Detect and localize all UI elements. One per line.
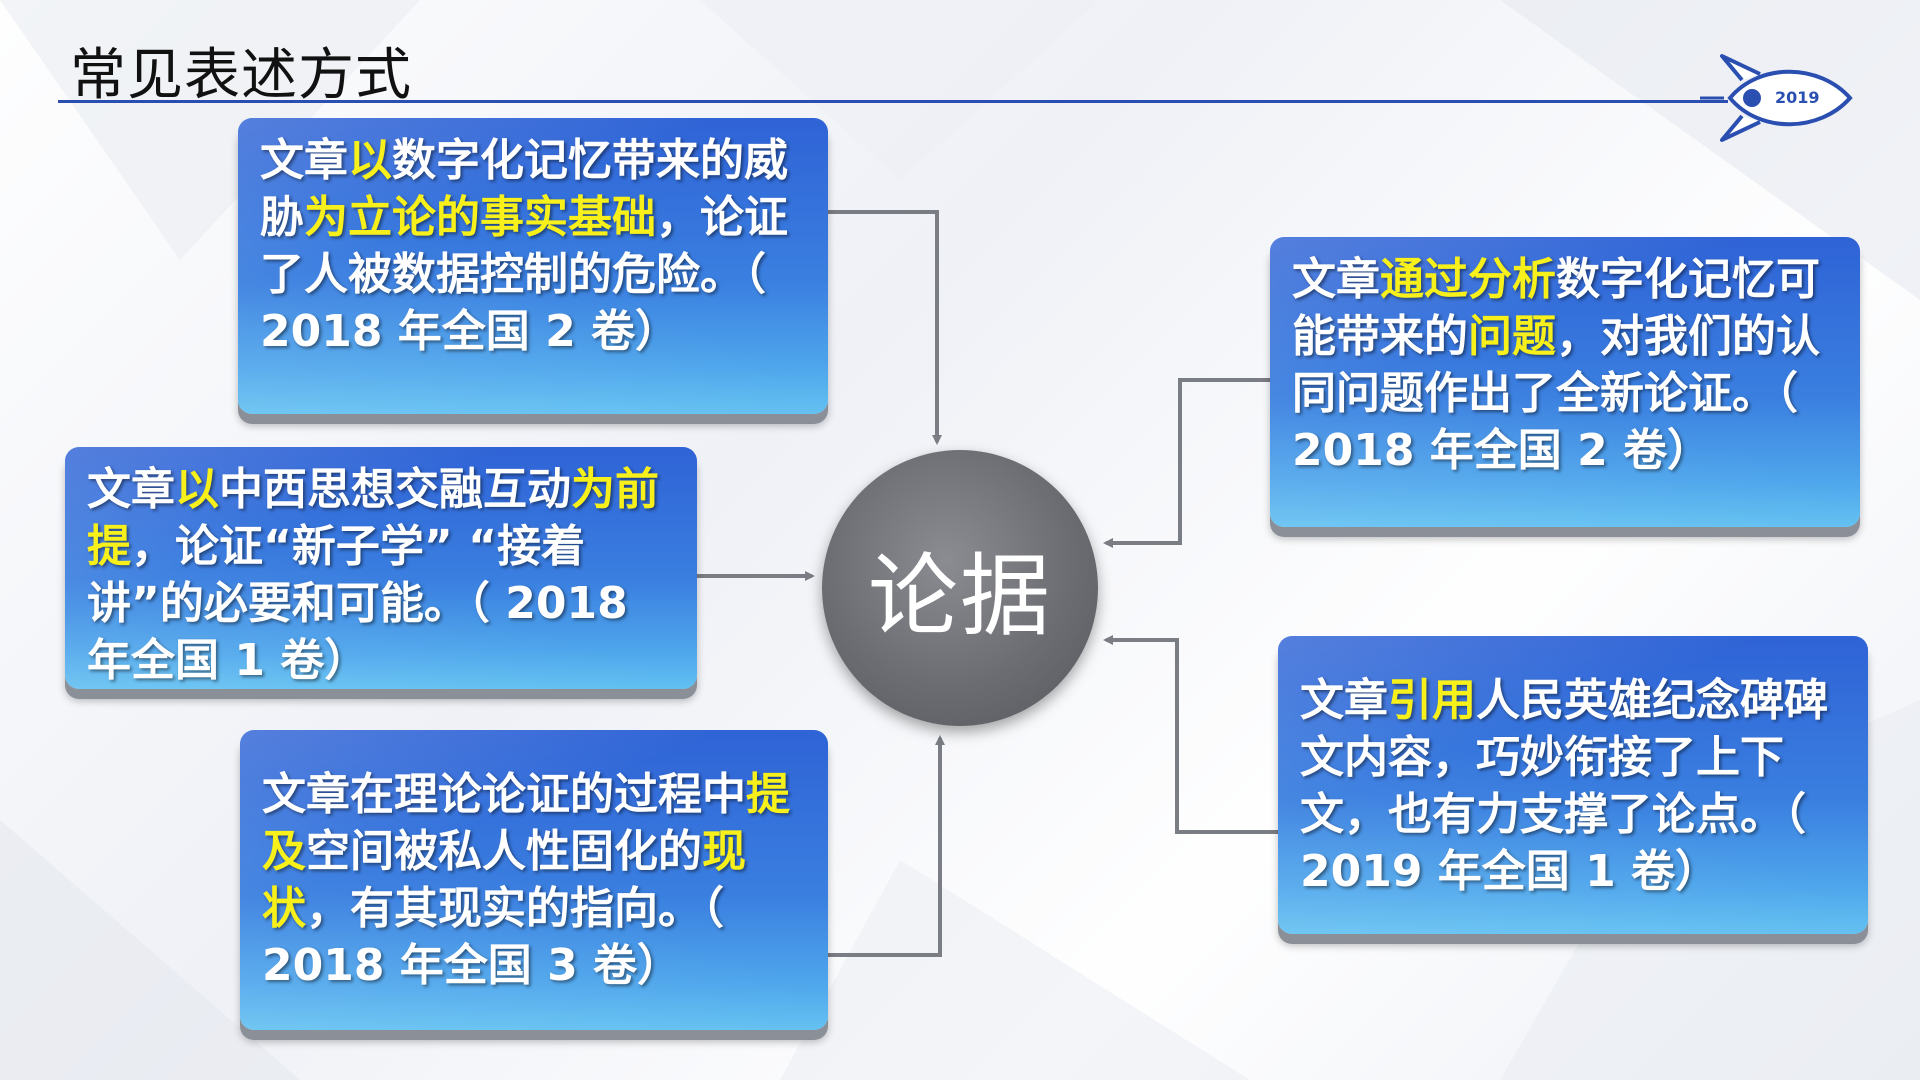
hub-label: 论据 (868, 544, 1052, 649)
card-text-segment: 文章 (1292, 254, 1380, 305)
slide-title: 常见表述方式 (70, 43, 412, 108)
card-text-segment: ，对我们的认同问题作出了全新论证。（ 2018 年全国 2 卷） (1292, 311, 1820, 476)
evidence-card-1: 文章以数字化记忆带来的威胁为立论的事实基础，论证了人被数据控制的危险。（ 201… (238, 118, 828, 414)
card-highlight-segment: 问题 (1468, 311, 1556, 362)
card-text-segment: 文章 (87, 464, 175, 515)
card-text-segment: 文章在理论论证的过程中 (262, 769, 746, 820)
card-text-segment: 文章 (260, 135, 348, 186)
card-text-segment: ，论证了人被数据控制的危险。（ 2018 年全国 2 卷） (260, 192, 788, 357)
evidence-card-2: 文章以中西思想交融互动为前提，论证“新子学” “接着讲”的必要和可能。（ 201… (65, 447, 697, 689)
card-text-segment: 人民英雄纪念碑碑文内容，巧妙衔接了上下文，也有力支撑了论点。（ 2019 年全国… (1300, 675, 1828, 897)
card-text-segment: 中西思想交融互动 (219, 464, 571, 515)
card-highlight-segment: 引用 (1388, 675, 1476, 726)
card-highlight-segment: 提及 (262, 769, 790, 877)
rocket-icon (1700, 54, 1853, 142)
card-text-segment: 数字化记忆带来的威胁 (260, 135, 788, 243)
card-highlight-segment: 以 (175, 464, 219, 515)
connector-card-3 (828, 735, 945, 957)
hub-circle: 论据 (822, 450, 1098, 726)
evidence-card-4: 文章通过分析数字化记忆可能带来的问题，对我们的认同问题作出了全新论证。（ 201… (1270, 237, 1860, 527)
evidence-card-3: 文章在理论论证的过程中提及空间被私人性固化的现状，有其现实的指向。（ 2018 … (240, 730, 828, 1030)
connector-card-5 (1103, 635, 1278, 834)
card-highlight-segment: 现状 (262, 826, 746, 934)
card-text-segment: ，论证“新子学” “接着讲”的必要和可能。（ 2018 年全国 1 卷） (87, 521, 628, 686)
card-highlight-segment: 为立论的事实基础 (304, 192, 656, 243)
title-underline (58, 100, 1728, 103)
card-text-segment: 文章 (1300, 675, 1388, 726)
card-highlight-segment: 以 (348, 135, 392, 186)
evidence-card-5: 文章引用人民英雄纪念碑碑文内容，巧妙衔接了上下文，也有力支撑了论点。（ 2019… (1278, 636, 1868, 934)
card-text-segment: 空间被私人性固化的 (306, 826, 702, 877)
year-badge: 2019 (1775, 88, 1820, 107)
connector-card-1 (828, 210, 942, 445)
card-highlight-segment: 通过分析 (1380, 254, 1556, 305)
card-text-segment: ，有其现实的指向。（ 2018 年全国 3 卷） (262, 883, 724, 991)
connector-card-4 (1103, 378, 1270, 548)
card-text-segment: 数字化记忆可能带来的 (1292, 254, 1820, 362)
card-highlight-segment: 为前提 (87, 464, 659, 572)
